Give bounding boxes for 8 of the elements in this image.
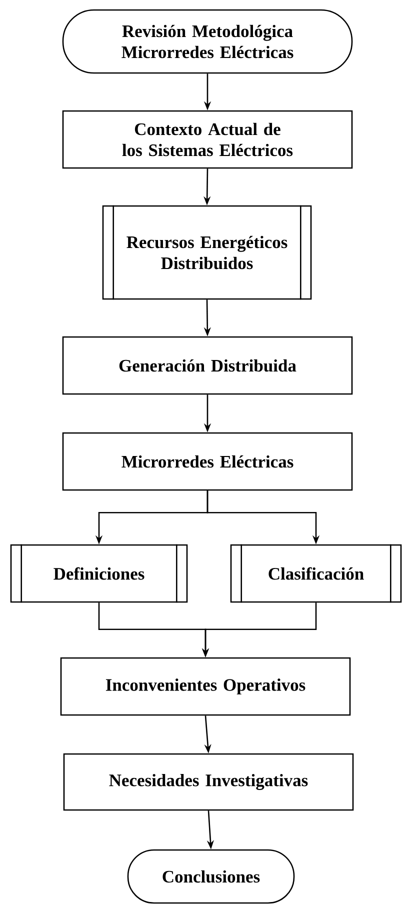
predefined-process-box: Clasificación xyxy=(230,544,402,603)
process-box: Microrredes Eléctricas xyxy=(62,432,353,491)
process-box: Contexto Actual de los Sistemas Eléctricos xyxy=(62,110,353,169)
predefined-process-box: Definiciones xyxy=(10,544,188,603)
process-box: Generación Distribuida xyxy=(62,336,353,395)
process-box: Necesidades Investigativas xyxy=(63,753,354,811)
process-box: Inconvenientes Operativos xyxy=(60,657,351,716)
predefined-process-box: Recursos Energéticos Distribuidos xyxy=(102,205,312,300)
